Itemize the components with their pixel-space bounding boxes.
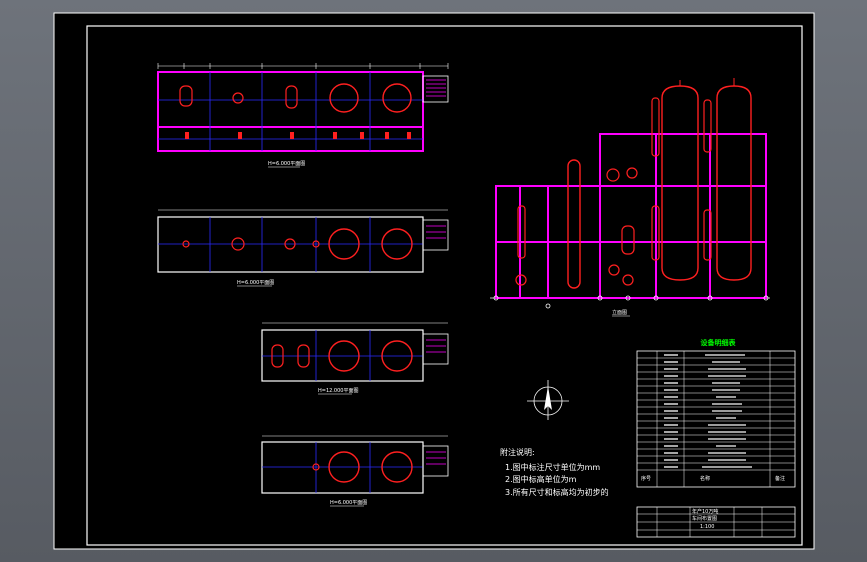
vessel-top	[284, 238, 296, 250]
vessel-vertical	[517, 205, 526, 259]
pump	[622, 274, 634, 286]
storage-tank-tall	[661, 85, 699, 281]
plan-label: H=6.000平面图	[330, 500, 367, 506]
stairway	[422, 445, 449, 477]
table-header-cell: 序号	[641, 475, 651, 482]
plan-view-2: H=6.000平面图	[157, 209, 449, 287]
pump	[182, 240, 190, 248]
stairway	[422, 333, 449, 365]
pump	[312, 463, 320, 471]
title-block: 年产10万吨 车间布置图 1:100	[636, 506, 796, 538]
storage-tank	[328, 340, 360, 372]
vessel-vertical	[621, 225, 635, 255]
equipment-table: 设备明细表	[636, 338, 796, 488]
vessel-vertical	[703, 209, 712, 261]
note-item: 1.图中标注尺寸单位为mm	[505, 462, 600, 472]
note-item: 2.图中标高单位为m	[505, 474, 577, 484]
column-grid	[158, 217, 423, 272]
vessel-vertical	[271, 344, 284, 368]
note-item: 3.所有尺寸和标高均为初步的	[505, 487, 609, 497]
plan-label: H=6.000平面图	[237, 280, 274, 286]
table-header-cell: 名称	[700, 475, 710, 482]
title-scale: 1:100	[700, 524, 714, 530]
stairway	[422, 219, 449, 251]
storage-tank	[381, 340, 413, 372]
storage-tank-tall	[716, 85, 752, 281]
stair-steps	[426, 79, 446, 97]
pump-row	[185, 132, 411, 139]
elevation-view: 立面图	[490, 78, 770, 317]
storage-tank	[328, 451, 360, 483]
notes-block: 附注说明: 1.图中标注尺寸单位为mm 2.图中标高单位为m 3.所有尺寸和标高…	[500, 447, 609, 497]
table-rows	[664, 354, 752, 468]
north-arrow-icon	[527, 380, 569, 420]
table-header-cell: 备注	[775, 475, 785, 482]
storage-tank	[381, 451, 413, 483]
plan-label: H=6.000平面图	[268, 161, 305, 167]
title-project: 年产10万吨	[692, 508, 718, 515]
pump	[312, 240, 320, 248]
pump	[515, 274, 527, 286]
vessel-head	[626, 167, 638, 179]
drawing-border	[86, 25, 803, 546]
vessel-head	[606, 168, 620, 182]
dimension-ticks	[157, 63, 449, 69]
vessel-vertical	[285, 85, 298, 109]
vessel-top	[231, 237, 245, 251]
storage-tank	[381, 228, 413, 260]
vessel-vertical	[179, 85, 193, 107]
elevation-label: 立面图	[612, 309, 627, 316]
plan-view-1: H=6.000平面图	[157, 63, 449, 168]
foundation-markers	[493, 295, 769, 309]
column-grid	[262, 442, 423, 493]
table-title: 设备明细表	[701, 338, 737, 347]
notes-heading: 附注说明:	[500, 447, 535, 457]
pump	[232, 92, 244, 104]
plan-wall	[157, 71, 424, 152]
stairway	[422, 75, 449, 103]
paper-sheet	[53, 12, 815, 550]
pump	[608, 264, 620, 276]
steel-frame	[495, 133, 767, 299]
plan-view-3: H=12.000平面图	[261, 322, 449, 395]
table-grid	[637, 351, 795, 487]
title-drawing-name: 车间布置图	[692, 515, 717, 522]
storage-tank	[329, 83, 359, 113]
plan-label: H=12.000平面图	[318, 388, 358, 394]
vessel-vertical	[703, 99, 712, 153]
column-grid	[262, 330, 423, 381]
vessel-vertical	[651, 205, 660, 261]
storage-tank	[328, 228, 360, 260]
vessel-vertical	[297, 344, 310, 368]
vessel-vertical	[651, 97, 660, 157]
storage-tank	[382, 83, 412, 113]
column-tower	[567, 159, 581, 289]
plan-view-4: H=6.000平面图	[261, 435, 449, 507]
